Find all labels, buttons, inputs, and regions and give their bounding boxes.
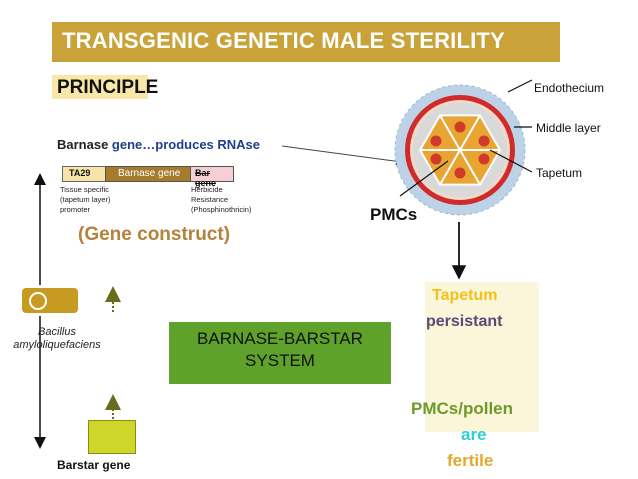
barnase-gene-segment: Barnase gene — [105, 166, 191, 182]
middle-layer-label: Middle layer — [536, 121, 601, 135]
construct-to-anther-arrow — [281, 145, 404, 166]
endothecium-pointer — [507, 79, 533, 93]
are-outcome: are — [461, 425, 487, 444]
tapetum-pointer — [489, 149, 533, 173]
barstar-label: Barstar gene — [57, 458, 131, 472]
barnase-gene-label: Barnase gene — [118, 168, 181, 179]
pmc-dot — [454, 121, 466, 133]
barnase-description: Barnase gene…produces RNAse — [57, 137, 260, 152]
pmc-dot — [430, 135, 442, 147]
pollen-outcome: PMCs/pollen — [411, 399, 514, 418]
promoter-desc-line: promoter — [60, 205, 91, 214]
title-banner — [52, 22, 560, 62]
bacillus-genus: Bacillus — [38, 326, 76, 338]
outcome-panel — [425, 282, 539, 432]
persistant-outcome: persistant — [426, 313, 503, 330]
pmc-dot — [430, 153, 442, 165]
system-line: BARNASE-BARSTAR — [197, 329, 363, 348]
barstar-box — [88, 420, 136, 454]
tapetum-label: Tapetum — [536, 166, 583, 180]
principle-highlight — [52, 75, 148, 99]
pmcs-pointer — [399, 160, 449, 197]
marker-desc-line: Herbicide — [191, 185, 223, 194]
tapetum-outcome: Tapetum — [432, 287, 498, 304]
bar-gene-label: Bar gene — [195, 168, 217, 188]
system-box — [169, 322, 391, 384]
promoter-desc-line: Tissue specific — [60, 185, 109, 194]
bacillus-cell-icon — [29, 292, 47, 310]
bar-gene-segment: Bar gene — [190, 166, 234, 188]
marker-desc-line: (Phosphinothricin) — [191, 205, 252, 214]
produces-rnase-text: gene…produces RNAse — [111, 137, 261, 152]
anther-cross-section — [394, 84, 526, 216]
pmc-dot — [454, 167, 466, 179]
promoter-description: Tissue specific (tapetum layer) promoter — [60, 185, 110, 215]
marker-description: Herbicide Resistance (Phosphinothricin) — [191, 185, 251, 215]
marker-desc-line: Resistance — [191, 195, 229, 204]
system-line: SYSTEM — [245, 351, 315, 370]
ta29-label: TA29 — [69, 168, 91, 178]
system-label: BARNASE-BARSTAR SYSTEM — [169, 328, 391, 372]
pmcs-label: PMCs — [370, 205, 418, 224]
page-title: TRANSGENIC GENETIC MALE STERILITY — [62, 28, 505, 53]
endothecium-label: Endothecium — [534, 81, 605, 95]
principle-heading: PRINCIPLE — [57, 77, 159, 98]
gene-construct-caption: (Gene construct) — [78, 224, 231, 245]
barnase-word: Barnase — [57, 137, 112, 152]
promoter-desc-line: (tapetum layer) — [60, 195, 111, 204]
bacillus-label: Bacillus amyloliquefaciens — [2, 326, 112, 352]
pmc-dot — [478, 135, 490, 147]
bacillus-species: amyloliquefaciens — [13, 339, 101, 351]
fertile-outcome: fertile — [447, 451, 494, 470]
pmc-dot — [478, 153, 490, 165]
